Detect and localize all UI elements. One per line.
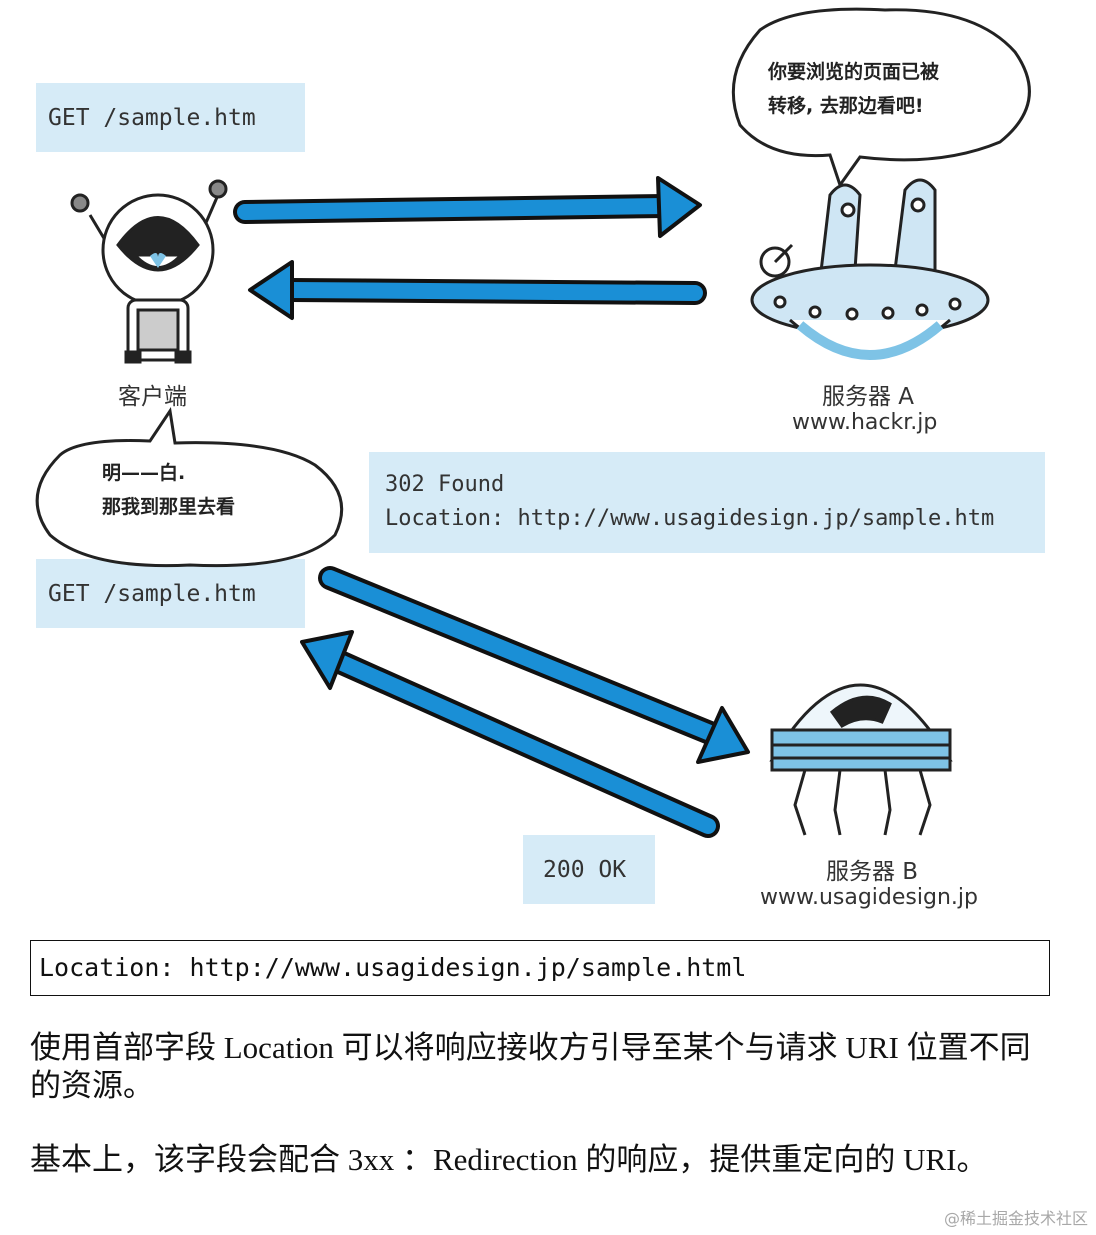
request-text-2: GET /sample.htm [48, 581, 256, 607]
paragraph-2: 基本上，该字段会配合 3xx ：Redirection 的响应，提供重定向的 U… [30, 1142, 988, 1177]
server-b-host: www.usagidesign.jp [760, 885, 978, 910]
request-box-1: GET /sample.htm [36, 83, 305, 152]
response-status-302: 302 Found [385, 472, 505, 497]
location-code-box: Location: http://www.usagidesign.jp/samp… [30, 940, 1050, 996]
arrow-request-to-server-a [233, 176, 702, 238]
server-a-label: 服务器 A [822, 384, 915, 410]
response-box-200: 200 OK [523, 835, 655, 904]
server-b-label: 服务器 B [826, 859, 919, 885]
request-text-1: GET /sample.htm [48, 105, 256, 131]
server-a-speech-bubble [731, 7, 1031, 189]
server-a-speech-line-1: 你要浏览的页面已被 [768, 61, 940, 83]
client-label: 客户端 [118, 384, 187, 410]
server-a-host: www.hackr.jp [792, 410, 938, 435]
client-robot-icon [70, 179, 228, 364]
client-speech-bubble [35, 406, 344, 568]
client-speech-line-2: 那我到那里去看 [102, 496, 236, 518]
response-location: Location: http://www.usagidesign.jp/samp… [385, 506, 995, 531]
response-box-302: 302 Found Location: http://www.usagidesi… [369, 452, 1045, 553]
server-a-speech-line-2: 转移, 去那边看吧! [768, 95, 924, 117]
arrow-response-from-server-a [248, 260, 707, 320]
arrow-response-from-server-b [300, 630, 720, 838]
response-status-200: 200 OK [543, 857, 627, 883]
watermark: @稀土掘金技术社区 [943, 1209, 1088, 1228]
diagram-illustration [35, 7, 1031, 838]
arrow-request-to-server-b [318, 566, 750, 764]
server-b-icon [769, 683, 953, 836]
client-speech-line-1: 明——白. [102, 462, 186, 484]
paragraph-1: 使用首部字段 Location 可以将响应接收方引导至某个与请求 URI 位置不… [30, 1030, 1031, 1103]
request-box-2: GET /sample.htm [36, 559, 305, 628]
server-a-icon [750, 178, 990, 360]
